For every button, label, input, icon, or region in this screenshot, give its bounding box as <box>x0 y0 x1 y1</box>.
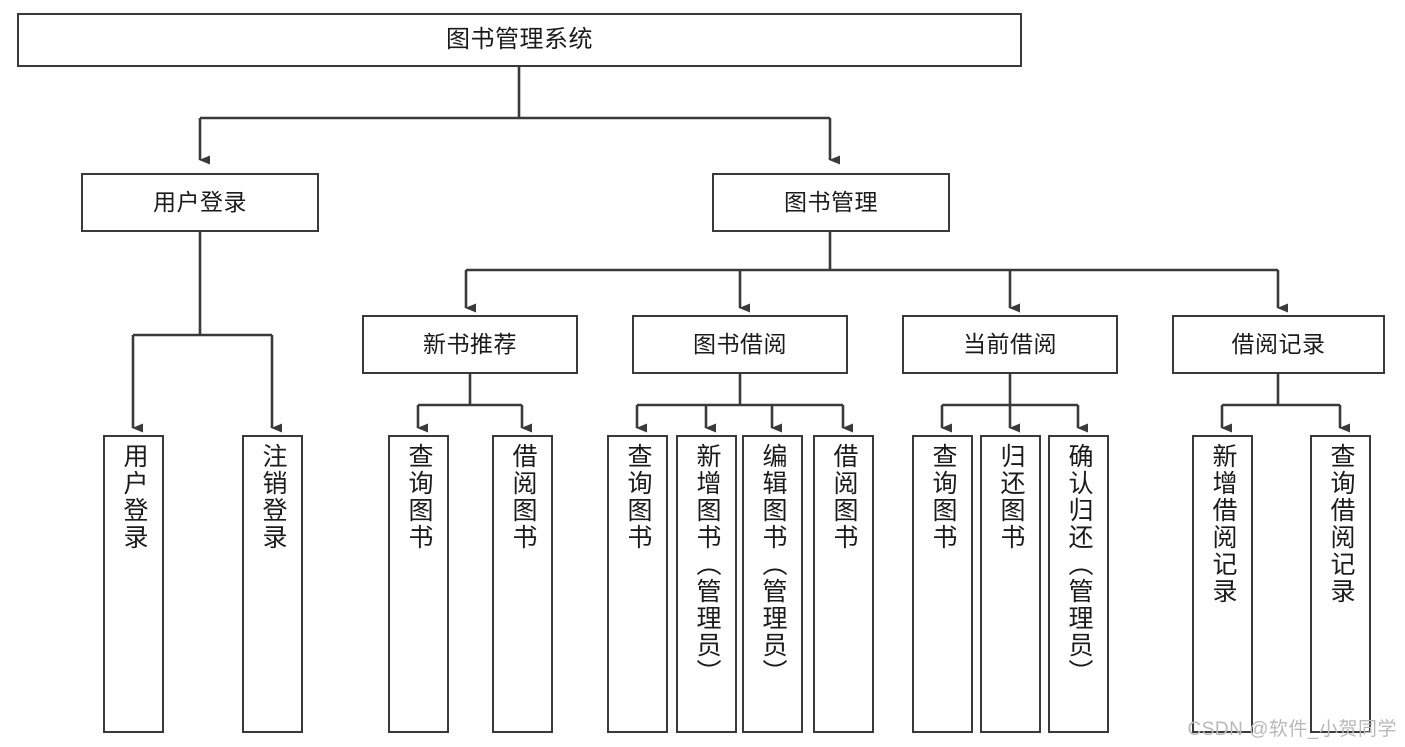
node-current-borrow[interactable]: 当前借阅 <box>902 315 1118 374</box>
node-label: 新增图书（管理员） <box>693 443 721 686</box>
leaf-current-confirm-return-admin[interactable]: 确认归还（管理员） <box>1048 435 1109 733</box>
leaf-record-query-borrow-record[interactable]: 查询借阅记录 <box>1310 435 1371 733</box>
node-label: 确认归还（管理员） <box>1065 443 1093 686</box>
leaf-record-add-borrow-record[interactable]: 新增借阅记录 <box>1192 435 1253 733</box>
leaf-borrow-query-book[interactable]: 查询图书 <box>607 435 668 733</box>
node-label: 图书管理系统 <box>446 26 593 54</box>
node-label: 图书管理 <box>784 189 878 216</box>
leaf-current-return-book[interactable]: 归还图书 <box>980 435 1041 733</box>
node-new-book-recommend[interactable]: 新书推荐 <box>362 315 578 374</box>
leaf-user-login[interactable]: 用户登录 <box>103 435 164 733</box>
leaf-recommend-borrow-book[interactable]: 借阅图书 <box>492 435 553 733</box>
node-user-login[interactable]: 用户登录 <box>81 173 319 232</box>
node-root-system[interactable]: 图书管理系统 <box>17 13 1022 67</box>
node-label: 归还图书 <box>997 443 1025 551</box>
watermark-text: CSDN @软件_小贺同学 <box>1187 719 1397 740</box>
node-label: 查询借阅记录 <box>1327 443 1355 605</box>
node-label: 用户登录 <box>153 189 247 216</box>
leaf-borrow-edit-book-admin[interactable]: 编辑图书（管理员） <box>742 435 803 733</box>
node-label: 用户登录 <box>120 443 148 551</box>
node-label: 当前借阅 <box>963 331 1057 358</box>
node-label: 借阅图书 <box>509 443 537 551</box>
leaf-borrow-borrow-book[interactable]: 借阅图书 <box>813 435 874 733</box>
node-book-management[interactable]: 图书管理 <box>712 173 950 232</box>
node-label: 查询图书 <box>624 443 652 551</box>
leaf-current-query-book[interactable]: 查询图书 <box>912 435 973 733</box>
node-label: 编辑图书（管理员） <box>759 443 787 686</box>
node-label: 图书借阅 <box>693 331 787 358</box>
node-label: 查询图书 <box>405 443 433 551</box>
node-label: 借阅图书 <box>830 443 858 551</box>
node-label: 借阅记录 <box>1231 331 1326 358</box>
leaf-borrow-add-book-admin[interactable]: 新增图书（管理员） <box>676 435 737 733</box>
node-label: 查询图书 <box>929 443 957 551</box>
node-label: 注销登录 <box>259 443 287 551</box>
node-book-borrow[interactable]: 图书借阅 <box>632 315 848 374</box>
leaf-recommend-query-book[interactable]: 查询图书 <box>388 435 449 733</box>
node-label: 新书推荐 <box>423 331 517 358</box>
leaf-user-logout[interactable]: 注销登录 <box>242 435 303 733</box>
node-borrow-record[interactable]: 借阅记录 <box>1172 315 1385 374</box>
node-label: 新增借阅记录 <box>1209 443 1237 605</box>
